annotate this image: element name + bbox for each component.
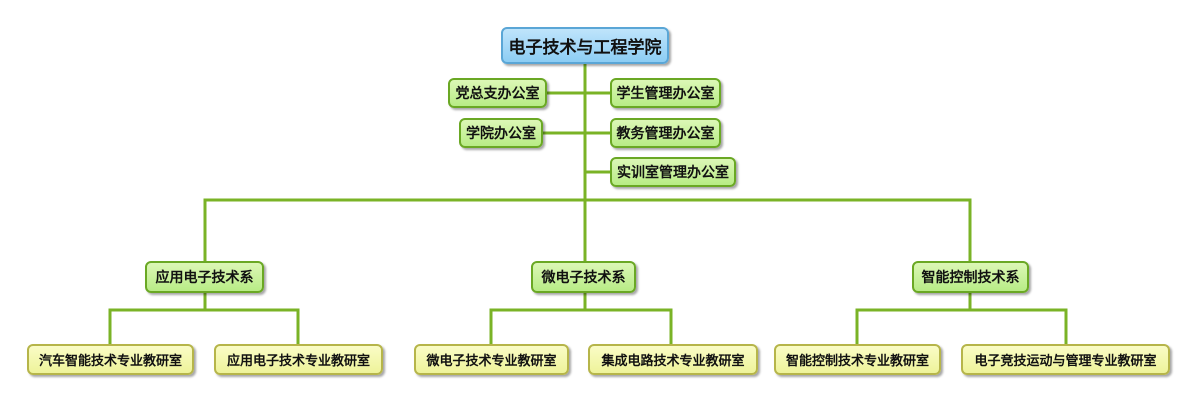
lab-applied-electronics: 应用电子技术专业教研室 bbox=[214, 344, 383, 375]
root-node-college: 电子技术与工程学院 bbox=[501, 27, 669, 64]
lab-esports-management: 电子竞技运动与管理专业教研室 bbox=[961, 344, 1170, 375]
office-student: 学生管理办公室 bbox=[610, 78, 721, 108]
office-training: 实训室管理办公室 bbox=[610, 157, 736, 187]
office-party: 党总支办公室 bbox=[448, 78, 547, 108]
dept-applied-electronics: 应用电子技术系 bbox=[145, 261, 264, 293]
dept-intelligent-control: 智能控制技术系 bbox=[912, 261, 1029, 293]
lab-integrated-circuits: 集成电路技术专业教研室 bbox=[588, 344, 758, 375]
lab-microelectronics: 微电子技术专业教研室 bbox=[414, 344, 569, 375]
dept-microelectronics: 微电子技术系 bbox=[531, 261, 636, 293]
lab-intelligent-control: 智能控制技术专业教研室 bbox=[774, 344, 941, 375]
lab-auto-intelligent: 汽车智能技术专业教研室 bbox=[27, 344, 194, 375]
office-college: 学院办公室 bbox=[459, 118, 543, 148]
office-teaching: 教务管理办公室 bbox=[610, 118, 721, 148]
